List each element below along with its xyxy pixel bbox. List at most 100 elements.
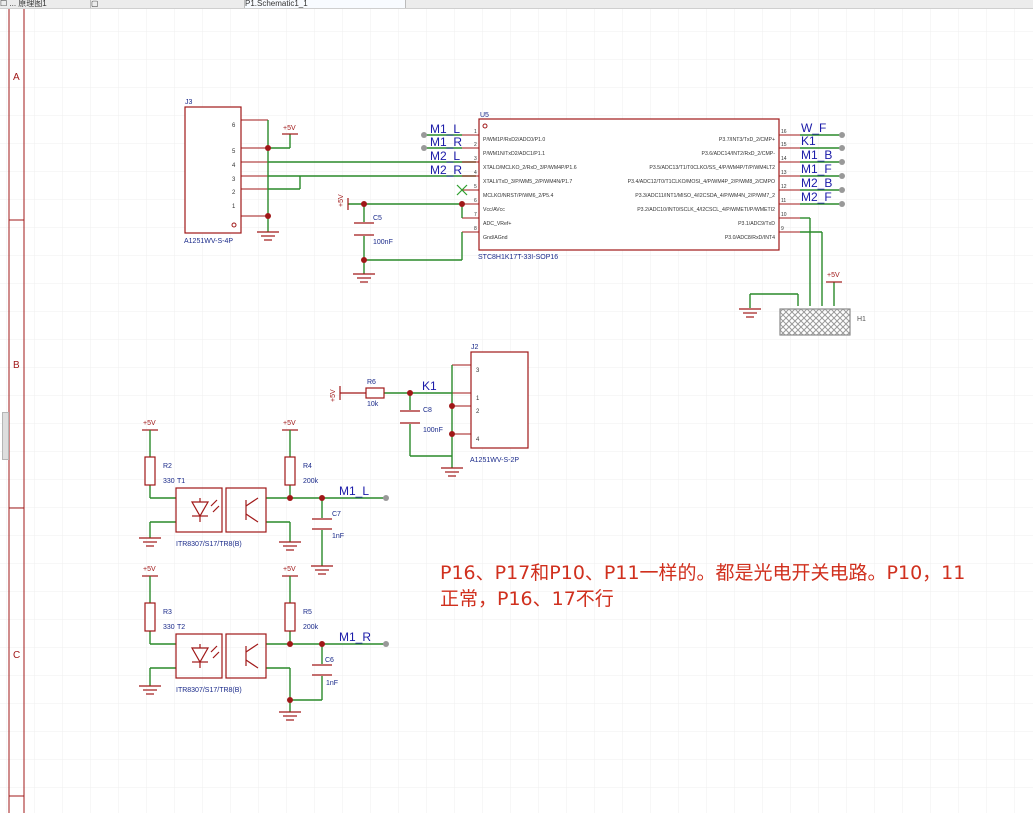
- resistor-r5[interactable]: [284, 602, 296, 632]
- u5-pin16-name: P3.7/INT3/TxD_2/CMP+: [719, 137, 775, 143]
- capacitor-c5[interactable]: [354, 222, 374, 236]
- net-label-w-f: W_F: [801, 121, 826, 135]
- net-label-m1-f: M1_F: [801, 162, 832, 176]
- u5-pin6-name: Vcc/AVcc: [483, 207, 505, 213]
- j3-ref: J3: [185, 99, 193, 106]
- j3-pin2: 2: [232, 190, 236, 196]
- u5-pin12-name: P3.3/ADC11/INT1/MISO_4/I2CSDA_4/P/WM4N_2…: [635, 193, 775, 199]
- connector-j2[interactable]: J2 A1251WV-S-2P 3 1 2 4: [452, 344, 529, 464]
- u5-pin2-num: 2: [474, 142, 477, 148]
- c8-ref: C8: [423, 407, 432, 414]
- tab-project[interactable]: ☐ ... 原理图1: [0, 0, 47, 8]
- tab-schematic[interactable]: P1.Schematic1_1: [244, 0, 406, 8]
- r2-ref: R2: [163, 463, 172, 470]
- net-port-m1f[interactable]: [839, 173, 845, 179]
- u5-pin5-num: 5: [474, 184, 477, 190]
- sheet-border: [8, 9, 25, 813]
- power-5v-label-r6: +5V: [330, 389, 337, 402]
- c6-value: 1nF: [326, 680, 338, 687]
- header-h1[interactable]: [779, 308, 851, 336]
- j3-pin4: 4: [232, 163, 236, 169]
- t1-ref: T1: [177, 478, 185, 485]
- j3-wires: [267, 120, 476, 232]
- r4-value: 200k: [303, 478, 319, 485]
- ground-t2-set: [139, 685, 301, 721]
- resistor-r3[interactable]: [144, 602, 156, 632]
- power-5v-label-r5: +5V: [283, 566, 296, 573]
- t2-ref: T2: [177, 624, 185, 631]
- u5-pin11-num: 11: [781, 198, 786, 204]
- annotation-note: P16、P17和P10、P11一样的。都是光电开关电路。P10，11 正常，P1…: [440, 560, 1020, 612]
- j2-part: A1251WV-S-2P: [470, 457, 519, 464]
- net-label-m1-r-sensor: M1_R: [339, 630, 371, 644]
- net-port-m1r[interactable]: [421, 145, 427, 151]
- r5-value: 200k: [303, 624, 319, 631]
- power-5v-label-h1: +5V: [827, 272, 840, 279]
- capacitor-c6[interactable]: [312, 664, 332, 676]
- power-5v-label-r4: +5V: [283, 420, 296, 427]
- net-port-wf[interactable]: [839, 132, 845, 138]
- u5-pin8-name: Gnd/AGnd: [483, 235, 508, 241]
- ground-j3: [257, 231, 279, 241]
- resistor-r6[interactable]: [365, 387, 385, 399]
- border-row-c: C: [13, 650, 20, 661]
- net-port-m1r-sensor[interactable]: [383, 641, 389, 647]
- sensor-circuit-t1: +5V +5V: [142, 420, 389, 566]
- connector-j3[interactable]: J3 A1251WV-S-4P 6 5 4 3 2 1: [184, 99, 268, 245]
- j2-pin3: 3: [476, 368, 480, 374]
- ground-h1: [739, 308, 761, 318]
- net-label-k1: K1: [422, 379, 437, 393]
- r6-value: 10k: [367, 401, 379, 408]
- mcu-u5[interactable]: U5 STC8H1K17T-33I-SOP16 P/WM1P/RxD2/ADC0…: [462, 112, 800, 261]
- u5-pin16-num: 16: [781, 129, 787, 135]
- net-label-m1-r: M1_R: [430, 135, 462, 149]
- tab-blank[interactable]: ▢: [90, 0, 241, 8]
- c5-ref: C5: [373, 215, 382, 222]
- net-label-m1-b: M1_B: [801, 148, 832, 162]
- u5-pin2-name: P/WM1N/TxD2/ADC1/P1.1: [483, 151, 545, 157]
- net-label-m1-l-sensor: M1_L: [339, 484, 369, 498]
- u5-pin12-num: 12: [781, 184, 787, 190]
- ground-c5: [353, 273, 375, 283]
- u5-part: STC8H1K17T-33I-SOP16: [478, 254, 558, 261]
- u5-ref: U5: [480, 112, 489, 119]
- net-port-m2f[interactable]: [839, 201, 845, 207]
- c5-value: 100nF: [373, 239, 393, 246]
- net-port-m2b[interactable]: [839, 187, 845, 193]
- photointerrupter-t1[interactable]: [175, 487, 267, 533]
- capacitor-c7[interactable]: [312, 518, 332, 530]
- r2-value: 330: [163, 478, 175, 485]
- u5-pin13-name: P3.4/ADC12/T0/T1CLKO/MOSI_4/P/WM4P_2/P/W…: [628, 179, 775, 185]
- power-5v-r6: [339, 386, 366, 400]
- u5-pin13-num: 13: [781, 170, 787, 176]
- resistor-r2[interactable]: [144, 456, 156, 486]
- c6-ref: C6: [325, 657, 334, 664]
- h1-ref: H1: [857, 316, 866, 323]
- j3-pin3: 3: [232, 177, 236, 183]
- net-port-k1[interactable]: [839, 145, 845, 151]
- capacitor-c8[interactable]: [400, 410, 420, 424]
- document-tab-bar: ☐ ... 原理图1 ▢ P1.Schematic1_1: [0, 0, 1033, 9]
- u5-pin9-num: 9: [781, 226, 784, 232]
- u5-right-net-wires: [800, 134, 842, 205]
- u5-pin14-name: P3.5/ADC13/T1/T0CLKO/SS_4/P/WM4P/T/P/WM4…: [649, 165, 775, 171]
- resistor-r4[interactable]: [284, 456, 296, 486]
- j3-pin5: 5: [232, 149, 236, 155]
- schematic-canvas[interactable]: A B C J3 A1251WV-S-4P 6 5 4 3 2 1: [0, 9, 1033, 813]
- net-port-m1l[interactable]: [421, 132, 427, 138]
- ground-j2: [441, 467, 463, 477]
- panel-splitter-handle[interactable]: [2, 412, 9, 460]
- j3-pin6: 6: [232, 123, 236, 129]
- net-port-m1b[interactable]: [839, 159, 845, 165]
- net-label-m2-b: M2_B: [801, 176, 832, 190]
- r3-ref: R3: [163, 609, 172, 616]
- net-port-m1l-sensor[interactable]: [383, 495, 389, 501]
- u5-pin15-name: P3.6/ADC14/INT2/RxD_2/CMP-: [701, 151, 775, 157]
- c7-ref: C7: [332, 511, 341, 518]
- photointerrupter-t2[interactable]: [175, 633, 267, 679]
- j2-wires: [384, 365, 453, 468]
- net-label-m2-r: M2_R: [430, 163, 462, 177]
- border-row-b: B: [13, 360, 20, 371]
- t1-part: ITR8307/S17/TR8(B): [176, 541, 242, 548]
- annotation-line-2: 正常，P16、17不行: [440, 588, 614, 610]
